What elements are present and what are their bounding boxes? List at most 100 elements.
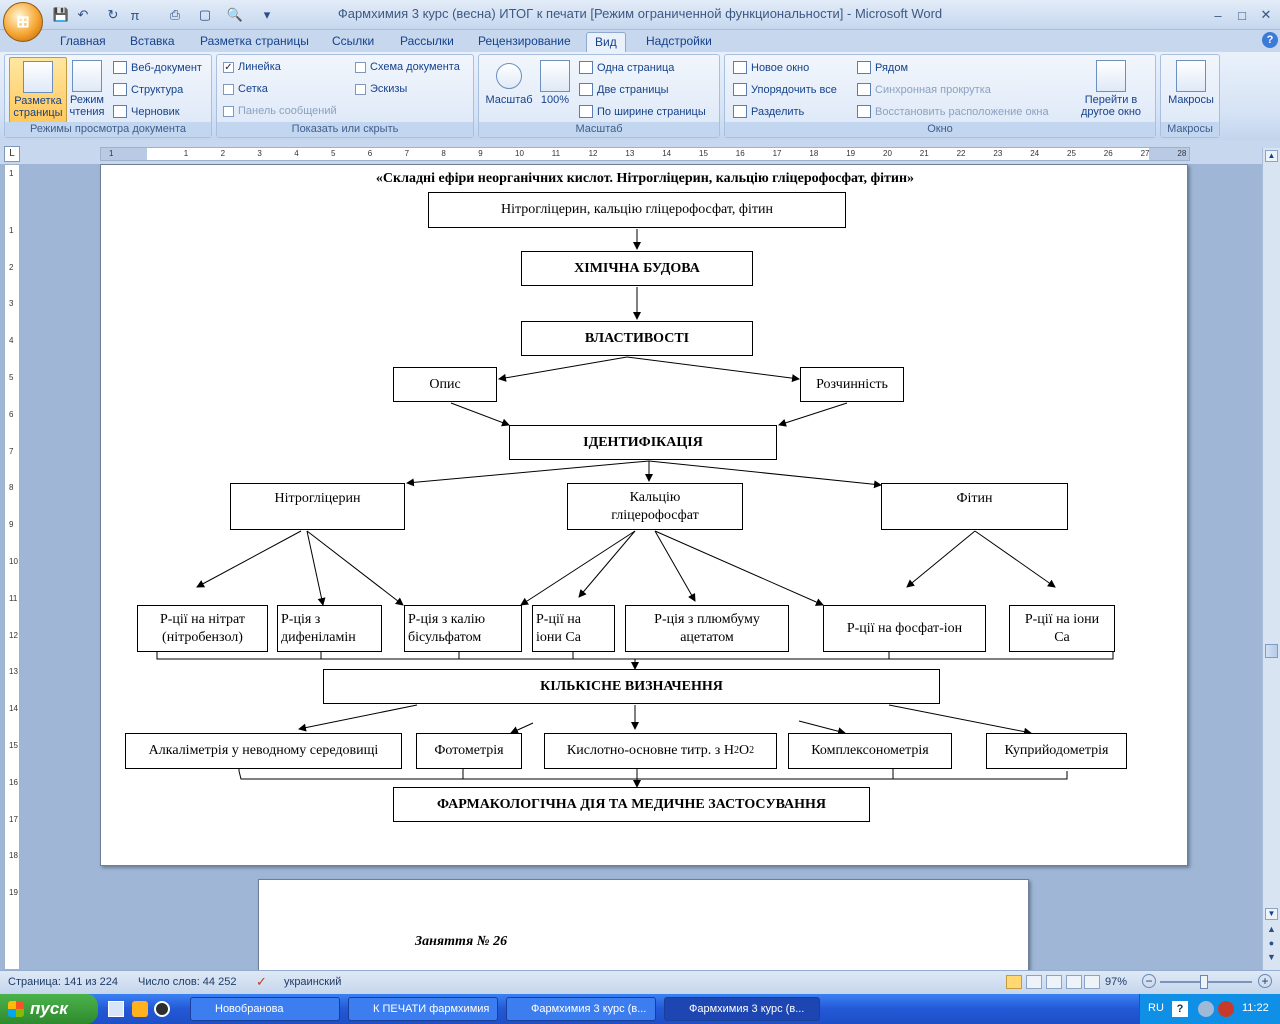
checkbox-icon — [355, 61, 366, 73]
ruler-tick-label: 12 — [9, 630, 18, 640]
tray-icon[interactable] — [1198, 1001, 1214, 1017]
language-indicator[interactable]: украинский — [284, 976, 342, 988]
print-preview-icon[interactable]: 🔍 — [226, 7, 244, 22]
print-layout-button[interactable]: Разметка страницы — [9, 57, 67, 123]
tab-page-layout[interactable]: Разметка страницы — [200, 34, 309, 48]
minimize-button[interactable]: – — [1214, 7, 1222, 23]
redo-icon[interactable]: ↻ — [107, 7, 119, 22]
prev-page-icon[interactable]: ▲ — [1267, 924, 1276, 934]
ruler-tick-label: 17 — [9, 814, 18, 824]
word-count[interactable]: Число слов: 44 252 — [138, 976, 237, 988]
select-browse-object-icon[interactable]: ● — [1268, 938, 1275, 948]
zoom-in-icon[interactable]: + — [1258, 974, 1272, 988]
view-print-layout-icon[interactable] — [1006, 975, 1022, 989]
vertical-scrollbar[interactable]: ▲ ▼ ▲ ● ▼ — [1262, 148, 1280, 970]
page[interactable]: «Складні ефіри неорганічних кислот. Нітр… — [100, 164, 1188, 866]
scroll-thumb[interactable] — [1265, 644, 1278, 658]
scroll-up-icon[interactable]: ▲ — [1265, 150, 1278, 162]
new-window-button[interactable]: Новое окно — [733, 61, 809, 74]
tab-home[interactable]: Главная — [60, 34, 106, 48]
tab-insert[interactable]: Вставка — [130, 34, 175, 48]
media-player-icon[interactable] — [154, 1001, 170, 1017]
zoom-button[interactable]: Масштаб — [483, 60, 535, 106]
web-layout-button[interactable]: Веб-документ — [113, 61, 202, 74]
customize-qat-icon[interactable]: ▾ — [263, 7, 271, 22]
next-page-icon[interactable]: ▼ — [1267, 952, 1276, 962]
language-bar[interactable]: RU — [1148, 1002, 1164, 1014]
ribbon-tabs: Главная Вставка Разметка страницы Ссылки… — [0, 30, 1280, 52]
office-logo-icon: ⊞ — [16, 14, 30, 31]
clock: 11:22 — [1242, 1002, 1269, 1014]
zoom-out-icon[interactable]: − — [1142, 974, 1156, 988]
spelling-check-icon[interactable]: ✓ — [256, 974, 267, 989]
show-desktop-icon[interactable] — [108, 1001, 124, 1017]
grid-checkbox[interactable]: Сетка — [223, 83, 268, 95]
switch-windows-button[interactable]: Перейти в другое окно — [1071, 60, 1151, 118]
taskbar-item-word[interactable]: Фармхимия 3 курс (в... — [506, 997, 656, 1021]
view-outline-icon[interactable] — [1066, 975, 1082, 989]
maximize-button[interactable]: □ — [1238, 7, 1246, 23]
tab-addins[interactable]: Надстройки — [646, 34, 712, 48]
ruler-tick-label: 7 — [404, 149, 410, 158]
sync-scroll-button[interactable]: Синхронная прокрутка — [857, 83, 991, 96]
two-pages-button[interactable]: Две страницы — [579, 83, 669, 96]
side-by-side-button[interactable]: Рядом — [857, 61, 908, 74]
doc-map-checkbox[interactable]: Схема документа — [355, 61, 460, 73]
ruler-tick-label: 1 — [109, 149, 114, 158]
undo-icon[interactable]: ↶ — [77, 7, 89, 22]
macros-button[interactable]: Макросы — [1165, 60, 1217, 106]
office-button[interactable]: ⊞ — [3, 2, 43, 42]
tab-review[interactable]: Рецензирование — [478, 34, 571, 48]
arrange-all-button[interactable]: Упорядочить все — [733, 83, 837, 96]
view-web-icon[interactable] — [1046, 975, 1062, 989]
tab-references[interactable]: Ссылки — [332, 34, 375, 48]
one-page-button[interactable]: Одна страница — [579, 61, 674, 74]
taskbar-item-word-active[interactable]: Фармхимия 3 курс (в... — [664, 997, 820, 1021]
ruler-tick-label: 27 — [1140, 149, 1150, 158]
checkbox-icon — [223, 105, 234, 117]
taskbar-item-folder[interactable]: Новобранова — [190, 997, 340, 1021]
page-width-button[interactable]: По ширине страницы — [579, 105, 706, 118]
ruler-tick-label: 13 — [625, 149, 635, 158]
draft-button[interactable]: Черновик — [113, 105, 180, 118]
ruler-checkbox[interactable]: ✓Линейка — [223, 61, 281, 73]
antivirus-icon[interactable] — [1218, 1001, 1234, 1017]
zoom-slider-thumb[interactable] — [1200, 975, 1208, 989]
reset-window-button[interactable]: Восстановить расположение окна — [857, 105, 1049, 118]
new-doc-icon[interactable]: ▢ — [198, 7, 212, 22]
ruler-tick-label: 13 — [9, 667, 18, 677]
outline-button[interactable]: Структура — [113, 83, 183, 96]
view-reading-icon[interactable] — [1026, 975, 1042, 989]
page-counter[interactable]: Страница: 141 из 224 — [8, 976, 118, 988]
save-icon[interactable]: 💾 — [52, 7, 70, 22]
zoom-100-button[interactable]: 100% — [537, 60, 573, 106]
help-icon[interactable]: ? — [1262, 32, 1278, 48]
page[interactable]: Заняття № 26 — [258, 879, 1029, 970]
pi-icon[interactable]: π — [130, 7, 140, 23]
tab-view[interactable]: Вид — [586, 32, 626, 52]
split-icon — [733, 105, 747, 118]
help-tray-icon[interactable]: ? — [1172, 1001, 1188, 1017]
thumbnails-checkbox[interactable]: Эскизы — [355, 83, 407, 95]
quicklaunch-app-icon[interactable] — [132, 1001, 148, 1017]
tab-mailings[interactable]: Рассылки — [400, 34, 454, 48]
tab-selector-icon[interactable]: L — [4, 146, 20, 162]
group-caption: Масштаб — [479, 122, 719, 137]
print-icon[interactable]: ⎙ — [169, 7, 181, 22]
message-bar-checkbox[interactable]: Панель сообщений — [223, 105, 337, 117]
arrange-all-icon — [733, 83, 747, 96]
group-window: Новое окно Упорядочить все Разделить Ряд… — [724, 54, 1156, 138]
split-button[interactable]: Разделить — [733, 105, 804, 118]
reading-mode-button[interactable]: Режим чтения — [69, 60, 105, 118]
zoom-level[interactable]: 97% — [1105, 976, 1128, 988]
taskbar-item-folder[interactable]: К ПЕЧАТИ фармхимия — [348, 997, 498, 1021]
close-button[interactable]: ✕ — [1260, 7, 1272, 22]
ribbon: Разметка страницы Режим чтения Веб-докум… — [0, 52, 1280, 140]
view-draft-icon[interactable] — [1084, 975, 1100, 989]
scroll-down-icon[interactable]: ▼ — [1265, 908, 1278, 920]
